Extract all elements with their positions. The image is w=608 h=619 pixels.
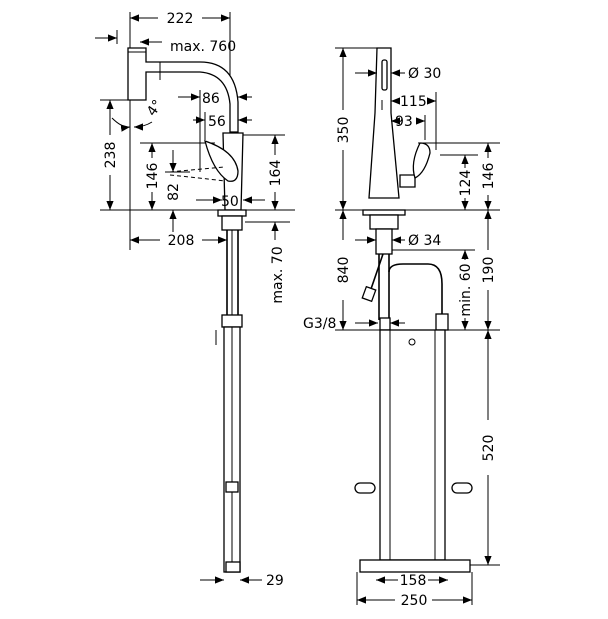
dim-29: 29: [266, 573, 284, 589]
dim-50: 50: [221, 194, 239, 210]
dim-min-60: min. 60: [458, 263, 474, 316]
dim-82: 82: [166, 183, 182, 201]
dim-max-760: max. 760: [170, 39, 236, 55]
side-view: 222 max. 760 86 56 4° 238 146 82 164: [95, 11, 295, 589]
dim-124: 124: [458, 170, 474, 197]
dim-164: 164: [268, 160, 284, 187]
dim-208: 208: [168, 233, 195, 249]
dim-520: 520: [481, 435, 497, 462]
dim-93: 93: [395, 114, 413, 130]
dim-238: 238: [103, 142, 119, 169]
dim-diameter-30: Ø 30: [408, 66, 441, 82]
dim-diameter-34: Ø 34: [408, 233, 441, 249]
dim-max-70: max. 70: [270, 246, 286, 303]
dim-86: 86: [202, 91, 220, 107]
dim-190: 190: [481, 257, 497, 284]
dim-840: 840: [336, 257, 352, 284]
dim-350: 350: [336, 117, 352, 144]
dim-222: 222: [167, 11, 194, 27]
dim-115: 115: [400, 94, 427, 110]
dim-250: 250: [401, 593, 428, 609]
dim-146: 146: [145, 163, 161, 190]
dim-56: 56: [208, 114, 226, 130]
dim-158: 158: [400, 573, 427, 589]
dim-thread-g3-8: G3/8: [303, 316, 336, 332]
front-view: Ø 30 115 93 350 124 146 Ø 34 840 min. 60: [303, 47, 500, 609]
dim-angle-4: 4°: [144, 97, 166, 119]
dim-146-front: 146: [481, 163, 497, 190]
